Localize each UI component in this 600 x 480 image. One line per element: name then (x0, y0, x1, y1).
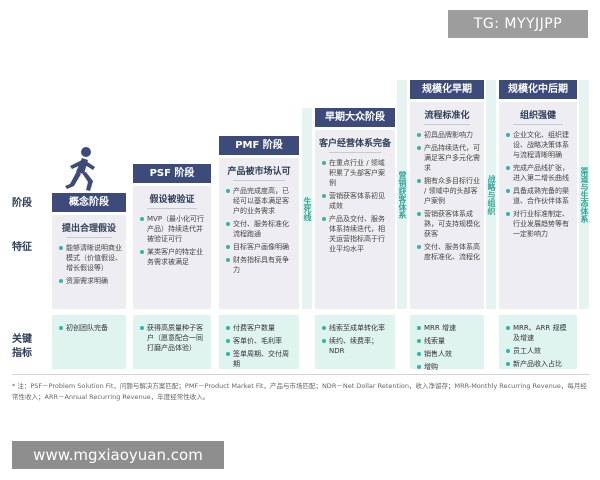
kpi-item: 员工人效 (505, 346, 573, 356)
feature-list: MVP（最小化可行产品）持续迭代并被验证可行 某类客户的特定业务需求被满足 (139, 214, 207, 270)
kpi-item: 客单价、毛利率 (225, 336, 295, 346)
row-label-feature: 特征 (12, 242, 32, 253)
stage-column-concept: 提出合理假设 能够清晰说明商业模式（价值假设、增长假设等） 资源需求明确 (52, 215, 126, 309)
feature-item: 营销获客体系成熟，可支持规模化获客 (416, 209, 480, 239)
feature-item: 某类客户的特定业务需求被满足 (139, 247, 207, 267)
feature-item: 初具品牌影响力 (416, 130, 480, 140)
feature-item: 资源需求明确 (58, 276, 122, 286)
kpi-item: 初创团队完备 (58, 323, 122, 333)
stage-title: 提出合理假设 (61, 224, 116, 234)
feature-list: 在重点行业 / 领域积累了头部客户案例 营销获客体系初见成效 产品及交付、服务体… (321, 158, 391, 257)
transition-marketing-system: 营销获客体系 (397, 80, 407, 309)
feature-list: 企业文化、组织建设、战略决策体系与流程清晰明确 完成产品线扩张，进入第二增长曲线… (505, 130, 573, 242)
stage-column-scale-late: 组织强健 企业文化、组织建设、战略决策体系与流程清晰明确 完成产品线扩张，进入第… (499, 102, 577, 309)
running-person-icon (62, 146, 102, 192)
kpi-box-scale-early: MRR 增速 线索量 销售人效 增购 (410, 315, 484, 372)
kpi-item: 线索量 (416, 336, 480, 346)
kpi-item: 新产品收入占比 (505, 359, 573, 369)
transition-survival-line: 生死线 (302, 108, 312, 309)
stage-column-scale-early: 流程标准化 初具品牌影响力 产品持续迭代，可满足客户多元化需求 拥有众多目标行业… (410, 102, 484, 309)
stage-header-early-mass: 早期大众阶段 (315, 108, 395, 127)
feature-list: 能够清晰说明商业模式（价值假设、增长假设等） 资源需求明确 (58, 243, 122, 289)
feature-item: 企业文化、组织建设、战略决策体系与流程清晰明确 (505, 130, 573, 160)
feature-item: 交付、服务体系高度标准化、流程化 (416, 242, 480, 262)
row-label-stage: 阶段 (12, 198, 32, 209)
feature-item: MVP（最小化可行产品）持续迭代并被验证可行 (139, 214, 207, 244)
stage-header-scale-late: 规模化中后期 (499, 80, 577, 99)
kpi-item: 获得高质量种子客户（愿意配合一同打磨产品体验） (139, 323, 207, 353)
stage-header-scale-early: 规模化早期 (410, 80, 484, 99)
watermark-bottom: www.mgxiaoyuan.com (12, 441, 224, 469)
divider (233, 180, 285, 181)
feature-item: 目标客户画像明确 (225, 242, 295, 252)
divider (424, 124, 470, 125)
kpi-item: 签单周期、交付周期 (225, 349, 295, 369)
stage-column-pmf: 产品被市场认可 产品完成度高，已经可以基本满足客户的业务需求 交付、服务标准化流… (219, 158, 299, 309)
kpi-box-psf: 获得高质量种子客户（愿意配合一同打磨产品体验） (133, 315, 211, 369)
divider (12, 374, 590, 375)
divider (66, 237, 112, 238)
feature-item: 拥有众多目标行业 / 领域中的头部客户案例 (416, 176, 480, 206)
watermark-top: TG: MYYJJPP (448, 10, 588, 38)
feature-item: 具备成熟完备的渠道、合作伙伴体系 (505, 186, 573, 206)
feature-item: 对行业标准制定、行业发展趋势等有一定影响力 (505, 209, 573, 239)
stage-header-pmf: PMF 阶段 (219, 136, 299, 155)
stage-title: 流程标准化 (424, 111, 470, 121)
row-label-kpi: 关键 指标 (12, 334, 32, 359)
stage-column-early-mass: 客户经营体系完备 在重点行业 / 领域积累了头部客户案例 营销获客体系初见成效 … (315, 130, 395, 309)
feature-list: 初具品牌影响力 产品持续迭代，可满足客户多元化需求 拥有众多目标行业 / 领域中… (416, 130, 480, 265)
transition-channel-ecosystem: 渠道与生态体系 (579, 80, 589, 309)
kpi-box-pmf: 付费客户数量 客单价、毛利率 签单周期、交付周期 (219, 315, 299, 369)
feature-item: 能够清晰说明商业模式（价值假设、增长假设等） (58, 243, 122, 273)
kpi-item: MRR、ARR 规模及增速 (505, 323, 573, 343)
feature-item: 交付、服务标准化流程跑通 (225, 219, 295, 239)
feature-item: 完成产品线扩张，进入第二增长曲线 (505, 163, 573, 183)
kpi-item: MRR 增速 (416, 323, 480, 333)
feature-item: 产品持续迭代，可满足客户多元化需求 (416, 143, 480, 173)
feature-item: 在重点行业 / 领域积累了头部客户案例 (321, 158, 391, 188)
kpi-item: 销售人效 (416, 349, 480, 359)
stage-title: 客户经营体系完备 (318, 139, 391, 149)
kpi-item: 付费客户数量 (225, 323, 295, 333)
feature-item: 产品及交付、服务体系持续迭代，相关运营指标高于行业平均水平 (321, 214, 391, 254)
kpi-box-early-mass: 线索至成单转化率 续约、续费率；NDR (315, 315, 395, 369)
stage-header-psf: PSF 阶段 (133, 164, 211, 183)
stage-title: 产品被市场认可 (227, 167, 291, 177)
feature-item: 产品完成度高，已经可以基本满足客户的业务需求 (225, 186, 295, 216)
stage-title: 假设被验证 (149, 195, 195, 205)
stage-column-psf: 假设被验证 MVP（最小化可行产品）持续迭代并被验证可行 某类客户的特定业务需求… (133, 186, 211, 309)
divider (329, 152, 381, 153)
feature-item: 营销获客体系初见成效 (321, 191, 391, 211)
kpi-item: 续约、续费率；NDR (321, 336, 391, 356)
divider (147, 208, 197, 209)
kpi-item: 增购 (416, 362, 480, 372)
footnote: * 注：PSF－Problem Solution Fit，问题与解决方案匹配；P… (12, 382, 587, 401)
divider (513, 124, 563, 125)
kpi-item: 线索至成单转化率 (321, 323, 391, 333)
kpi-box-concept: 初创团队完备 (52, 315, 126, 369)
kpi-box-scale-late: MRR、ARR 规模及增速 员工人效 新产品收入占比 (499, 315, 577, 369)
stage-title: 组织强健 (519, 111, 556, 121)
stage-header-concept: 概念阶段 (52, 193, 126, 212)
feature-list: 产品完成度高，已经可以基本满足客户的业务需求 交付、服务标准化流程跑通 目标客户… (225, 186, 295, 278)
transition-strategy-org: 战略与组织 (486, 80, 496, 309)
feature-item: 财务指标具有竞争力 (225, 255, 295, 275)
